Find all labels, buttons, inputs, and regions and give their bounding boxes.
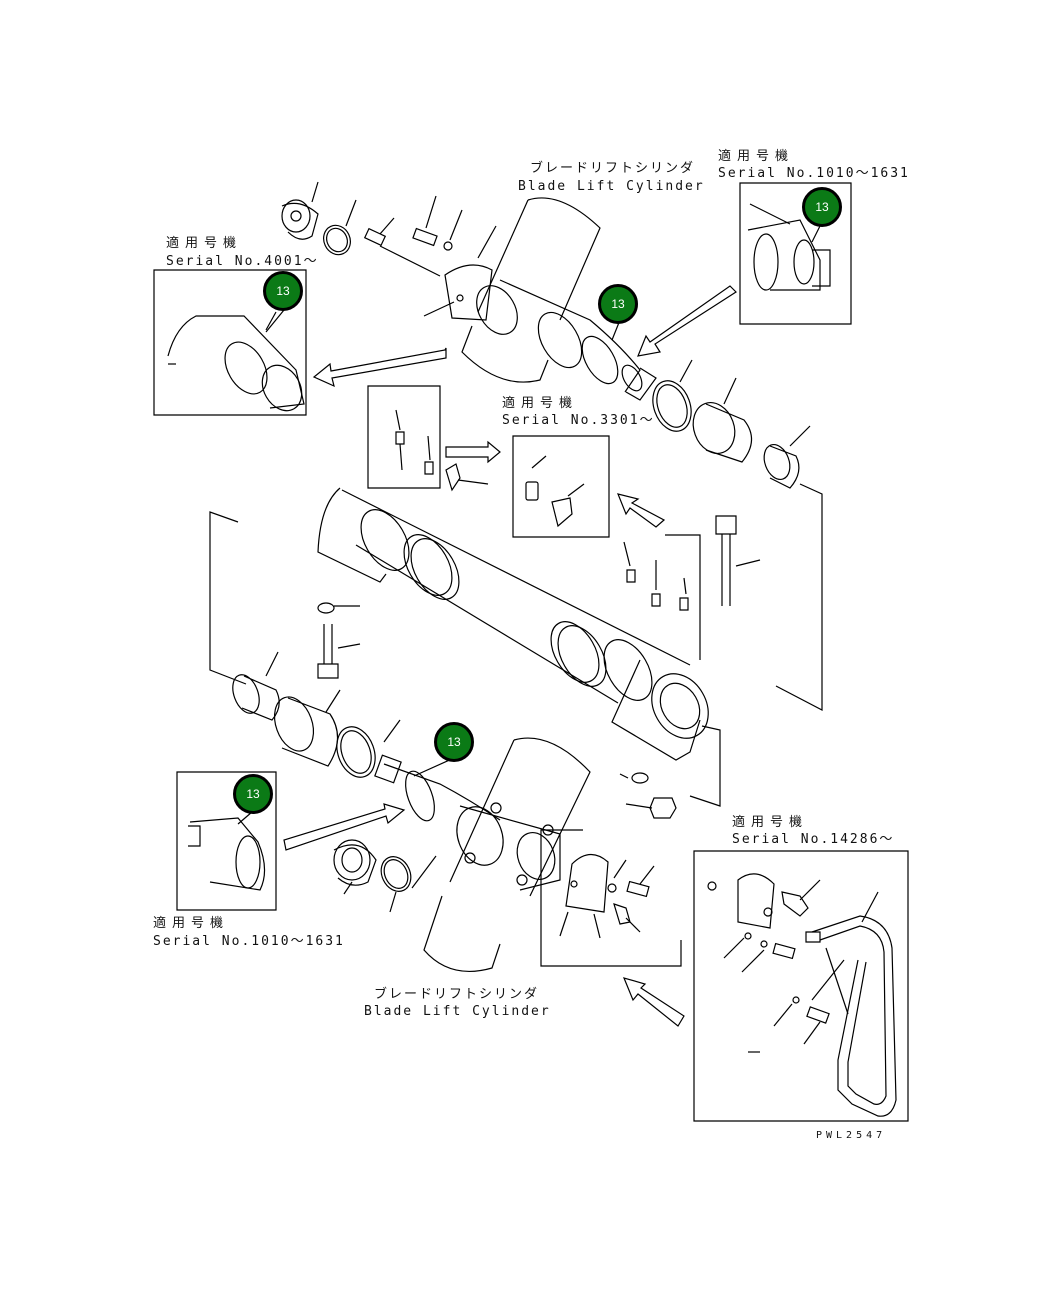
apply-label-1010-bottom: 適用号機	[153, 916, 230, 931]
inset-box-serial-1010-bottom	[177, 772, 276, 910]
callout-13-inset-1010-bottom[interactable]: 13	[233, 774, 273, 814]
arrow-to-4001	[314, 348, 446, 386]
top-cylinder-title-jp: ブレードリフトシリンダ	[530, 161, 696, 176]
arrow-from-1010-top	[638, 286, 736, 356]
callout-13-bottom-cylinder[interactable]: 13	[434, 722, 474, 762]
inset-box-serial-3301	[513, 436, 609, 537]
drawing-code: PWL2547	[816, 1130, 887, 1141]
arrow-to-3301	[446, 442, 500, 462]
left-bolt-washer	[210, 512, 360, 684]
serial-4001: Serial No.4001～	[166, 254, 319, 269]
bottom-cylinder-title-jp: ブレードリフトシリンダ	[374, 987, 540, 1002]
apply-label-3301: 適用号機	[502, 396, 579, 411]
inset-14286-drawing	[708, 874, 896, 1116]
inset-box-serial-1010-top	[740, 183, 851, 324]
arrow-small-up	[618, 494, 664, 527]
inset-3301-drawing	[526, 456, 584, 526]
bracket-frame-bottom	[541, 830, 681, 966]
bottom-cylinder-title-en: Blade Lift Cylinder	[364, 1004, 551, 1019]
serial-3301: Serial No.3301～	[502, 413, 655, 428]
callout-leaders	[238, 222, 822, 824]
callout-13-inset-4001[interactable]: 13	[263, 271, 303, 311]
callout-13-inset-1010-top[interactable]: 13	[802, 187, 842, 227]
inset-4001-drawing	[168, 312, 310, 418]
bottom-blade-lift-cylinder	[375, 738, 590, 971]
left-seals	[228, 652, 400, 783]
bracket-frame-right	[665, 535, 700, 660]
apply-label-1010-top: 適用号機	[718, 149, 795, 164]
grease-fittings	[396, 410, 688, 610]
top-blade-lift-cylinder	[462, 198, 656, 400]
main-cylinder-tube	[318, 488, 720, 760]
long-bolt	[716, 516, 760, 606]
bottom-exploded-parts	[334, 726, 720, 938]
bracket-frame-grease	[368, 386, 440, 488]
arrow-from-14286	[624, 978, 684, 1026]
inset-box-serial-4001	[154, 270, 306, 415]
inset-1010-top-drawing	[748, 204, 830, 290]
inset-1010-bottom-drawing	[188, 818, 265, 890]
apply-label-4001: 適用号機	[166, 236, 243, 251]
top-exploded-parts	[282, 182, 496, 320]
serial-14286: Serial No.14286～	[732, 832, 895, 847]
top-right-seals	[646, 360, 822, 710]
apply-label-14286: 適用号機	[732, 815, 809, 830]
serial-1010-top: Serial No.1010～1631	[718, 166, 910, 181]
top-cylinder-title-en: Blade Lift Cylinder	[518, 179, 705, 194]
inset-box-serial-14286	[694, 851, 908, 1121]
arrow-from-1010-bottom	[284, 804, 404, 850]
serial-1010-bottom: Serial No.1010～1631	[153, 934, 345, 949]
callout-13-top-cylinder[interactable]: 13	[598, 284, 638, 324]
